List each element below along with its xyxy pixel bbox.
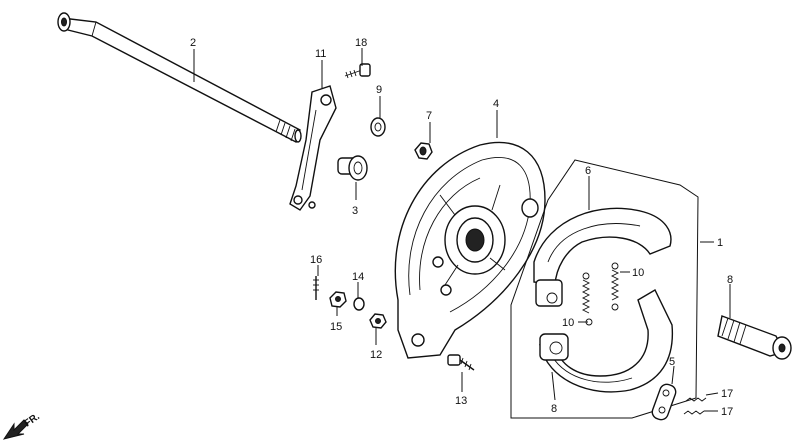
pin-lower-part-17 (683, 410, 705, 415)
washer-part-14 (353, 297, 365, 311)
nut-part-15 (329, 291, 347, 308)
callout-16: 16 (310, 254, 322, 266)
callout-18: 18 (355, 37, 367, 49)
spring-upper-part-10 (610, 262, 620, 311)
callout-13: 13 (455, 395, 467, 407)
callout-8-axle: 8 (727, 274, 733, 286)
plate-part-5 (651, 383, 677, 421)
upper-brake-shoe-part-6 (533, 207, 672, 307)
callout-14: 14 (352, 271, 364, 283)
leader-lines (193, 48, 731, 412)
washer-part-9 (370, 117, 386, 137)
bolt-part-16 (313, 276, 319, 300)
brake-shoe-assembly-box-part-1 (510, 159, 699, 419)
bolt-part-18 (344, 63, 371, 79)
callout-10-upper: 10 (632, 267, 644, 279)
callout-17-upper: 17 (721, 388, 733, 400)
callout-8-shoe: 8 (551, 403, 557, 415)
bushing-part-3 (337, 155, 368, 181)
nut-part-12 (369, 313, 387, 329)
bolt-part-13 (447, 354, 475, 371)
callout-7: 7 (426, 110, 432, 122)
brake-cam-part-8 (717, 315, 792, 360)
pin-upper-part-17 (685, 397, 707, 402)
front-direction-indicator: FR. (2, 411, 42, 440)
callout-12: 12 (370, 349, 382, 361)
callout-15: 15 (330, 321, 342, 333)
callout-2: 2 (190, 37, 196, 49)
callout-10-lower: 10 (562, 317, 574, 329)
nut-part-7 (414, 142, 433, 160)
callout-6: 6 (585, 165, 591, 177)
brake-panel-part-4 (394, 141, 546, 359)
spring-lower-part-10 (581, 272, 593, 326)
lower-brake-shoe-part-8 (539, 289, 674, 393)
axle-shaft-part-2 (57, 12, 302, 143)
callout-3: 3 (352, 205, 358, 217)
callout-9: 9 (376, 84, 382, 96)
callout-17-lower: 17 (721, 406, 733, 418)
callout-5: 5 (669, 356, 675, 368)
front-arrow-icon (2, 419, 29, 440)
callout-1: 1 (717, 237, 723, 249)
brake-arm-part-11 (289, 85, 337, 211)
callout-11: 11 (315, 48, 326, 60)
callout-4: 4 (493, 98, 499, 110)
